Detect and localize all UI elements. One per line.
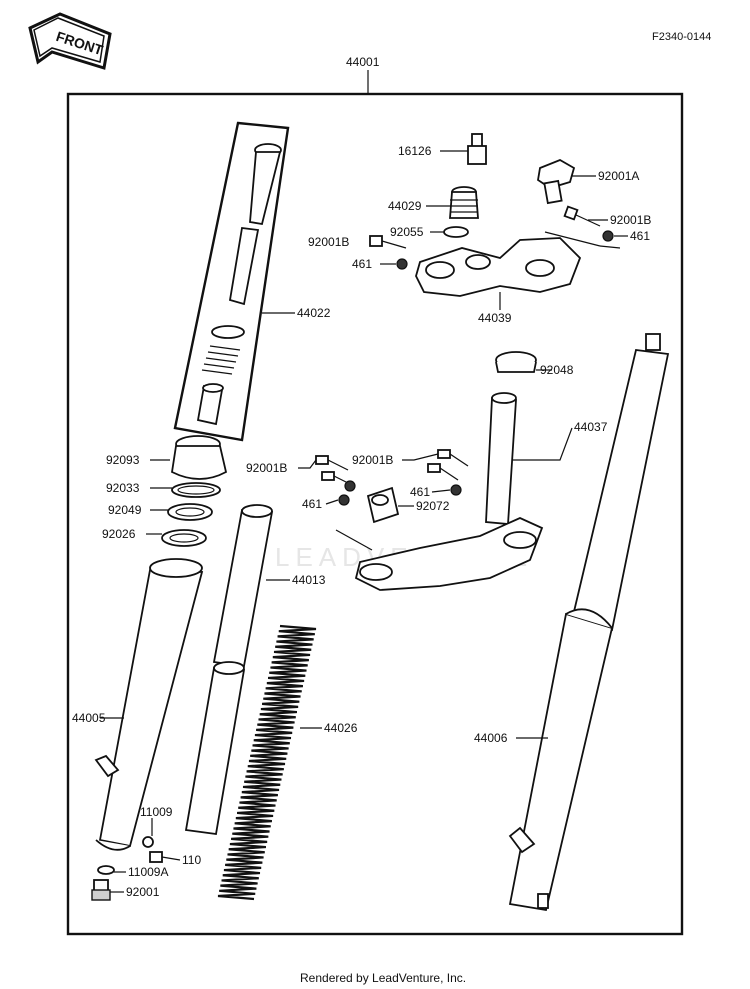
dust-seal-92093 [171, 435, 228, 480]
label-92048: 92048 [540, 363, 574, 377]
label-92072: 92072 [416, 499, 450, 513]
inner-tube-44013-upper [212, 504, 274, 668]
label-16126: 16126 [398, 144, 432, 158]
cap-44029 [449, 186, 479, 219]
bolt-92001B-upper-right [563, 205, 601, 227]
oil-seal-92049 [167, 503, 213, 521]
bolt-92001 [91, 879, 111, 901]
lower-bracket [354, 517, 544, 591]
spring-44026 [217, 624, 317, 901]
label-44037: 44037 [574, 420, 608, 434]
label-461-b: 461 [352, 257, 372, 271]
bolt-110 [149, 851, 181, 863]
front-arrow-icon: FRONT [28, 12, 112, 70]
label-92026: 92026 [102, 527, 136, 541]
footer-credit: Rendered by LeadVenture, Inc. [300, 971, 466, 985]
steering-stem-44037 [485, 392, 517, 525]
washer-461-lower-a [344, 480, 356, 492]
washer-461-lower-b [338, 494, 350, 506]
dust-cap-92048 [495, 351, 537, 373]
kit-44022-box [173, 121, 290, 442]
label-11009: 11009 [140, 805, 173, 819]
washer-11009A [97, 865, 115, 875]
bushing-92026 [161, 529, 207, 547]
label-11009A: 11009A [128, 865, 168, 879]
label-92001B-b: 92001B [308, 235, 349, 249]
label-92001: 92001 [126, 885, 160, 899]
label-44029: 44029 [388, 199, 422, 213]
label-110: 110 [182, 853, 201, 867]
outer-tube-44006 [508, 333, 670, 912]
label-92055: 92055 [390, 225, 424, 239]
label-44022: 44022 [297, 306, 331, 320]
label-92001B-a: 92001B [610, 213, 651, 227]
drawing-code: F2340-0144 [652, 31, 711, 43]
label-44001: 44001 [346, 55, 380, 69]
label-44026: 44026 [324, 721, 358, 735]
label-92001A: 92001A [598, 169, 639, 183]
bolt-92001B-upper-left [369, 235, 407, 249]
label-92093: 92093 [106, 453, 140, 467]
upper-bracket-44039 [415, 237, 582, 297]
label-92001B-d: 92001B [352, 453, 393, 467]
assembly-frame [66, 92, 684, 936]
clip-92033 [171, 482, 221, 498]
bolt-16126 [467, 133, 487, 165]
label-44005: 44005 [72, 711, 106, 725]
washer-461-upper-right [602, 230, 614, 242]
bolt-92001A [537, 159, 576, 205]
washer-461-lower-c [450, 484, 462, 496]
washer-11009 [142, 836, 154, 848]
spring-coil [217, 624, 317, 901]
oring-92055 [443, 226, 469, 238]
label-461-d: 461 [302, 497, 322, 511]
kit-44022-parts [196, 143, 282, 426]
label-92049: 92049 [108, 503, 142, 517]
washer-461-upper-left [396, 258, 408, 270]
label-461-a: 461 [630, 229, 650, 243]
label-44039: 44039 [478, 311, 512, 325]
outer-tube-44005 [94, 558, 204, 851]
label-461-c: 461 [410, 485, 430, 499]
inner-tube-lower [184, 661, 246, 836]
clamp-92072 [366, 486, 400, 524]
label-92033: 92033 [106, 481, 140, 495]
label-92001B-c: 92001B [246, 461, 287, 475]
label-44013: 44013 [292, 573, 326, 587]
label-44006: 44006 [474, 731, 508, 745]
